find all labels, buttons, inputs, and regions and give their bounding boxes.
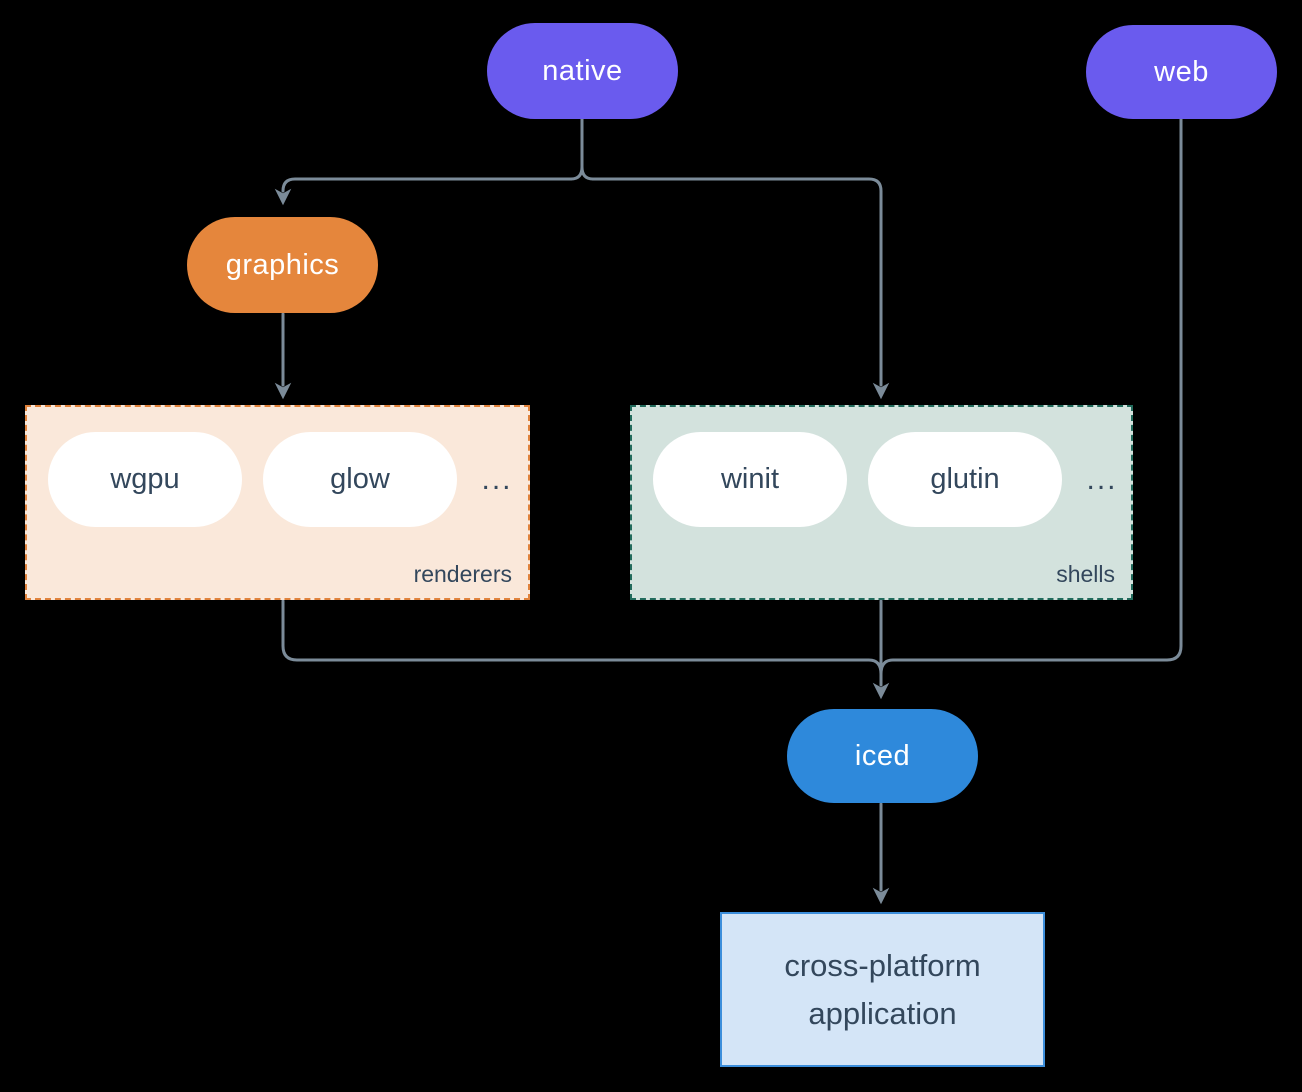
application-label-line2: application <box>808 995 957 1031</box>
renderers-group-label: renderers <box>413 561 512 587</box>
edge-renderers-iced <box>281 599 883 676</box>
edge-native-flare-left <box>569 165 584 181</box>
group-shells: winit glutin ... shells <box>630 405 1133 600</box>
shells-group-label: shells <box>1056 561 1115 587</box>
node-wgpu: wgpu <box>48 432 242 527</box>
renderers-ellipsis: ... <box>481 462 513 496</box>
node-iced: iced <box>787 709 978 803</box>
node-winit: winit <box>653 432 847 527</box>
node-graphics: graphics <box>187 217 378 313</box>
edge-native-flare-right <box>580 165 595 181</box>
node-web: web <box>1086 25 1277 119</box>
node-glutin: glutin <box>868 432 1062 527</box>
edge-native-shells <box>591 177 890 400</box>
node-glow: glow <box>263 432 457 527</box>
shells-ellipsis: ... <box>1086 462 1118 496</box>
node-native: native <box>487 23 678 119</box>
edge-native-graphics <box>274 177 573 206</box>
node-cross-platform-application: cross-platform application <box>720 912 1045 1067</box>
group-renderers: wgpu glow ... renderers <box>25 405 530 600</box>
application-label-line1: cross-platform <box>784 947 981 983</box>
